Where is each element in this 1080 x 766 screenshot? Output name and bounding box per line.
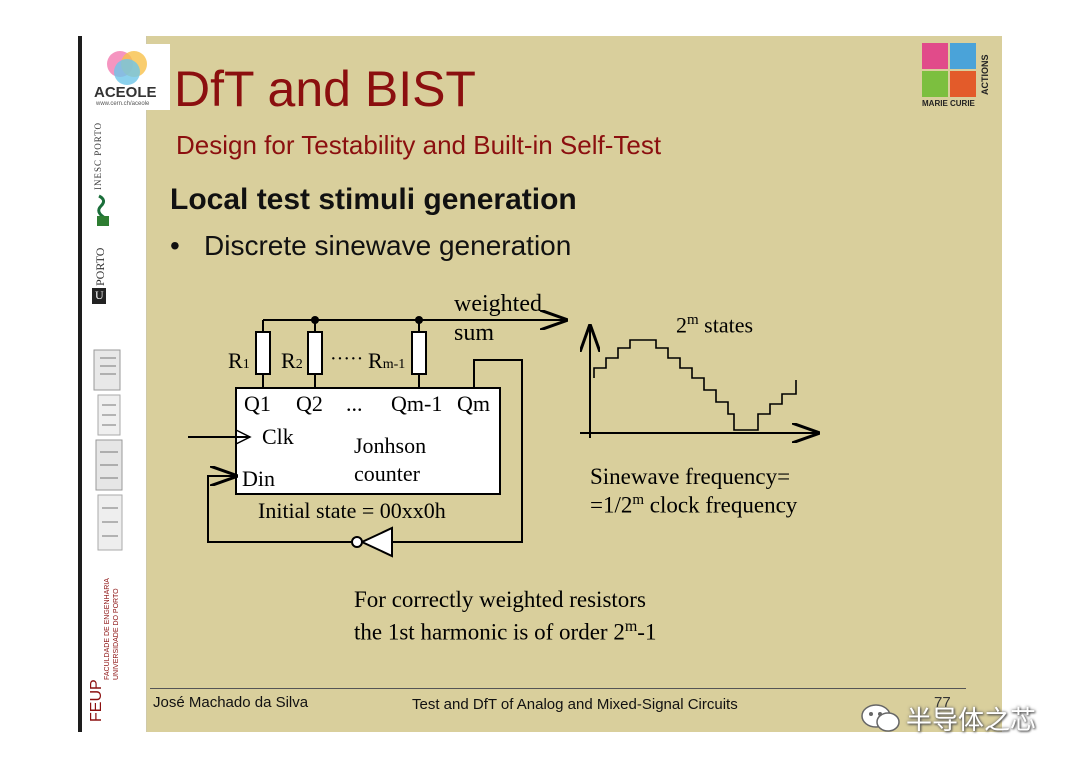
watermark-text: 半导体之芯 [906,705,1037,735]
clock-frequency-label: =1/2m clock frequency [590,492,798,518]
aceole-url: www.cern.ch/aceole [96,101,150,107]
q1-label: Q1 [244,391,271,416]
slide-subtitle: Design for Testability and Built-in Self… [176,130,662,160]
resistor-dots: ····· [330,348,364,370]
marie-curie-label: MARIE CURIE [922,99,975,108]
johnson-counter-block [235,387,501,495]
bullet-mark: • [170,230,180,261]
marie-curie-logo: MARIE CURIE ACTIONS [922,43,996,109]
r1-label: R1 [228,348,250,373]
section-heading: Local test stimuli generation [170,183,577,216]
counter-label-2: counter [354,461,420,486]
counter-label-1: Jonhson [354,433,427,458]
din-label: Din [242,466,275,491]
qm1-label: Qm-1 [391,391,443,416]
footer-divider [150,688,966,689]
footer-course: Test and DfT of Analog and Mixed-Signal … [412,696,738,713]
rm1-label: Rm-1 [368,348,406,373]
bullet-item: • Discrete sinewave generation [170,230,571,262]
states-label: 2m states [676,312,754,338]
resistor-r2 [307,331,323,375]
r2-label: R2 [281,348,303,373]
aceole-circles-icon [107,51,147,85]
wechat-icon [861,704,900,732]
sidebar-edge [78,36,82,732]
q2-label: Q2 [296,391,323,416]
inesc-icon [97,194,109,226]
clk-label: Clk [262,424,294,449]
uporto-u-box: U [92,288,106,304]
resistor-r1 [255,331,271,375]
note-line-1: For correctly weighted resistors [354,587,646,612]
aceole-logo: ACEOLE www.cern.ch/aceole [84,44,170,110]
qm-label: Qm [457,391,490,416]
slide-title: DfT and BIST [174,61,476,117]
building-illustration [93,349,123,551]
weighted-label: weighted [454,291,542,317]
sinewave-frequency-label: Sinewave frequency= [590,464,791,489]
sum-label: sum [454,320,495,346]
aceole-label: ACEOLE [94,84,157,101]
inverter [359,526,393,558]
initial-state-label: Initial state = 00xx0h [258,498,446,523]
stepped-sinewave-plot [580,326,818,438]
bullet-text: Discrete sinewave generation [204,230,572,261]
slide-background [78,36,1002,732]
resistor-rm1 [411,331,427,375]
footer-page-number: 77 [934,694,951,711]
footer-author: José Machado da Silva [153,694,309,711]
q-dots: ... [346,391,363,416]
note-line-2: the 1st harmonic is of order 2m-1 [354,618,657,645]
